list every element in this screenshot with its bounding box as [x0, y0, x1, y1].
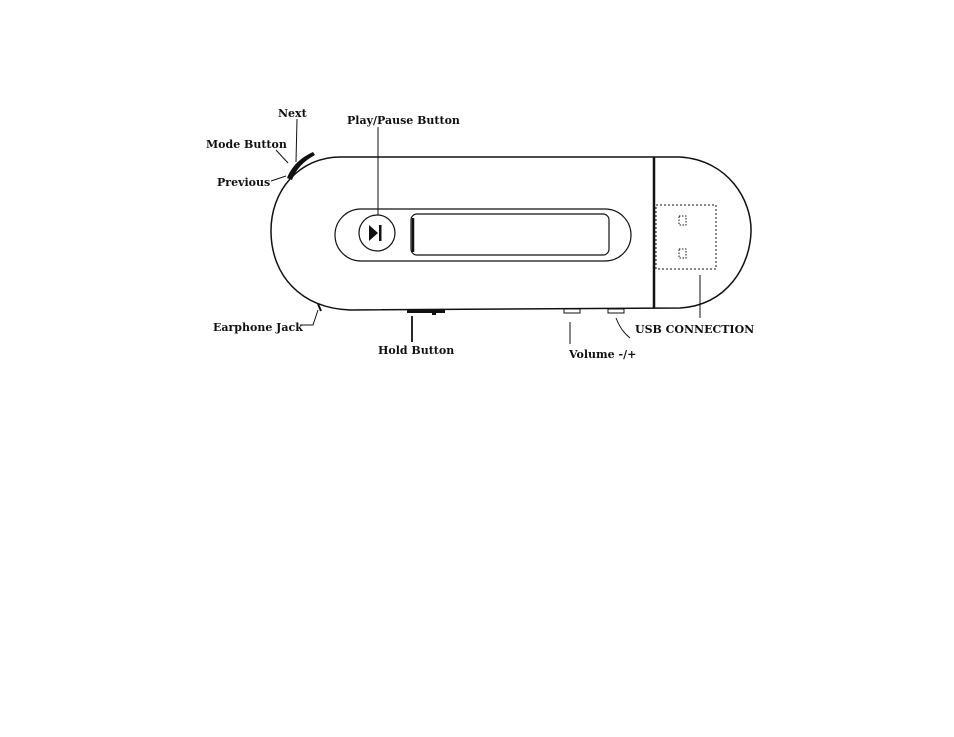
label-previous: Previous [217, 176, 270, 189]
label-next: Next [278, 107, 308, 120]
display-screen [411, 214, 609, 255]
usb-connector [656, 205, 716, 269]
label-usb: USB CONNECTION [635, 323, 754, 336]
label-earphone: Earphone Jack [213, 321, 303, 334]
hold-button[interactable] [407, 309, 445, 315]
label-play-pause: Play/Pause Button [347, 114, 460, 127]
label-hold: Hold Button [378, 344, 454, 357]
label-mode: Mode Button [206, 138, 287, 151]
device-body [271, 157, 751, 310]
play-pause-button[interactable] [359, 215, 395, 251]
play-pause-icon [369, 225, 382, 241]
label-volume: Volume -/+ [568, 348, 636, 361]
mode-wheel[interactable] [287, 152, 315, 180]
volume-buttons[interactable] [564, 309, 624, 313]
